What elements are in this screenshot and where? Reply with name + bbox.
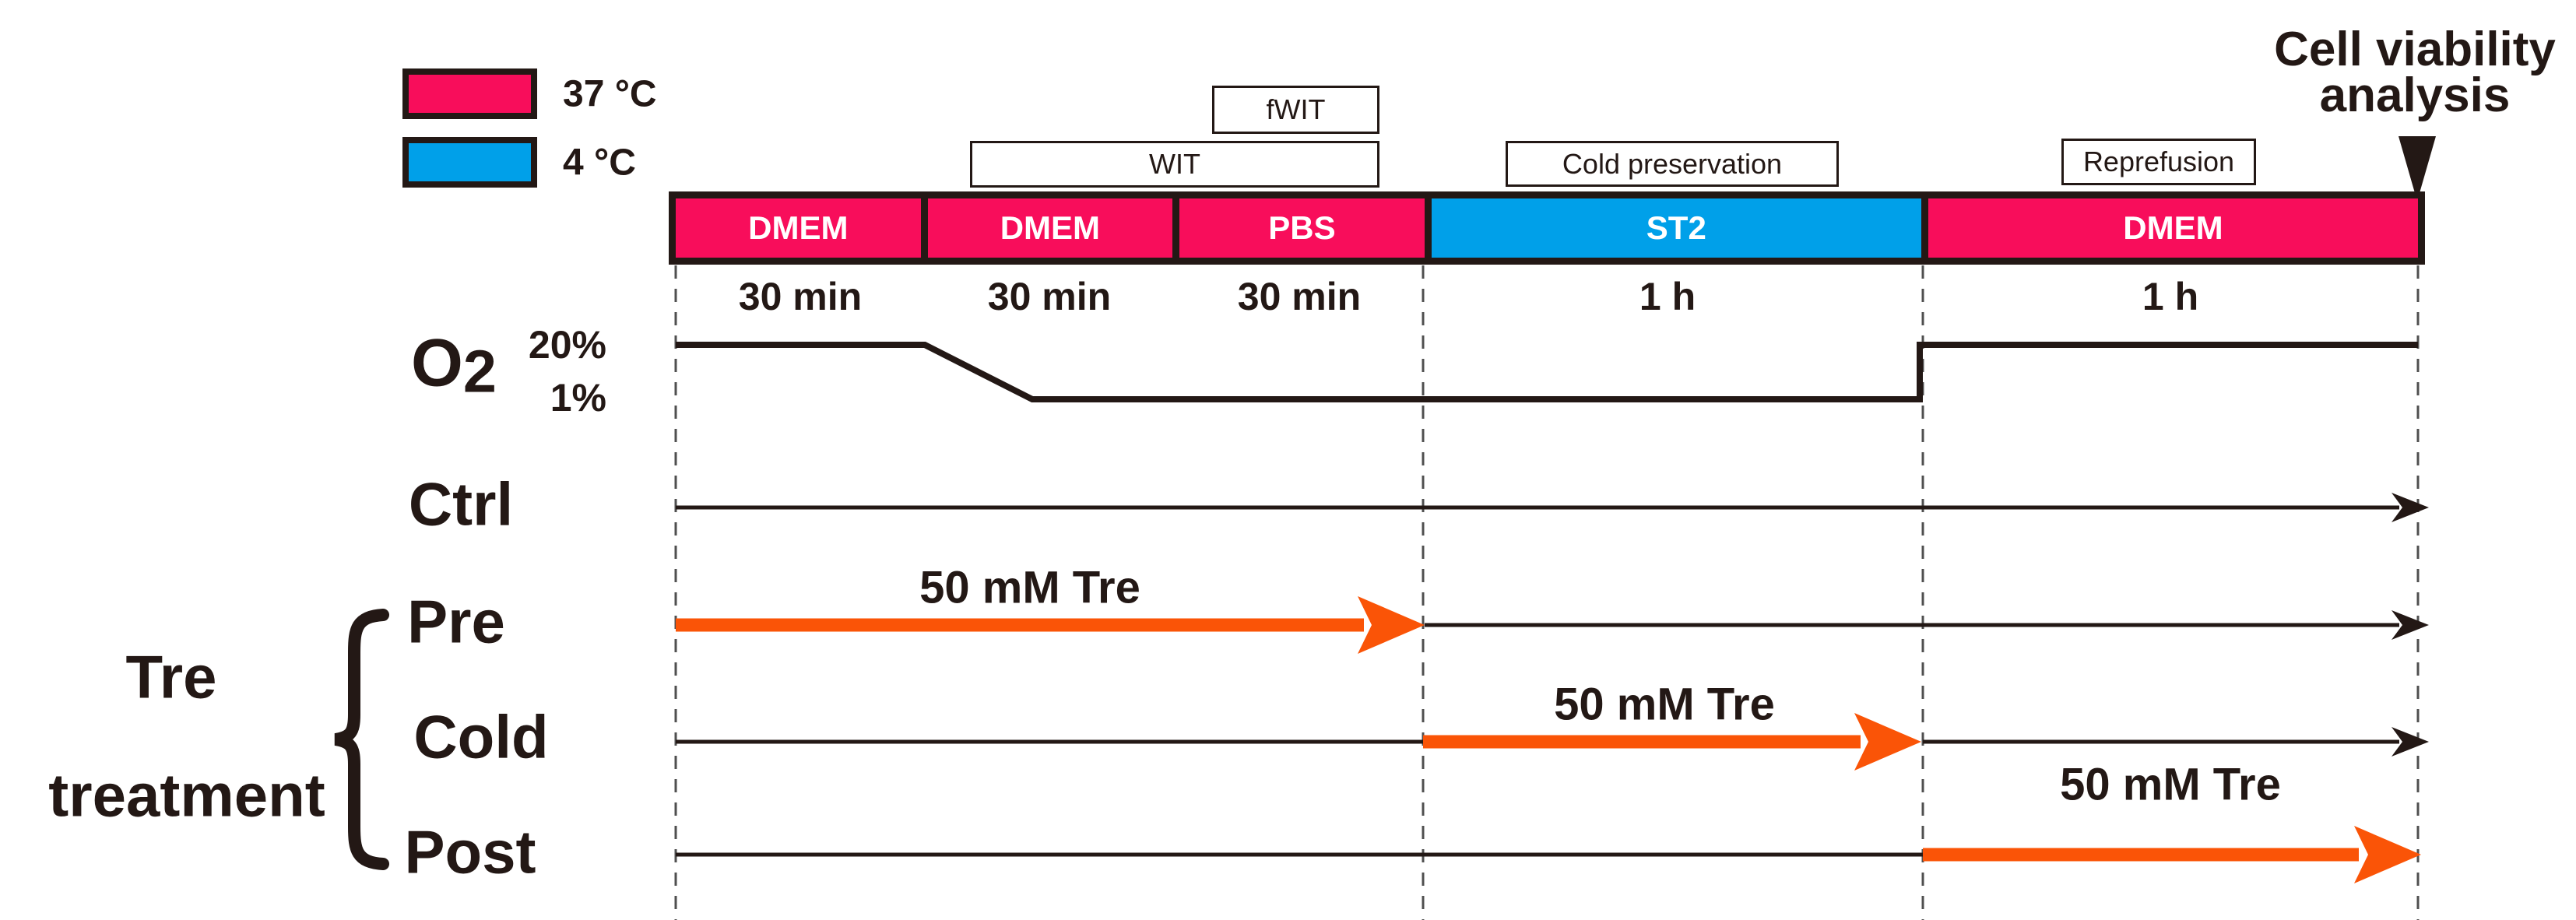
bar-segment-pbs-label: PBS — [1268, 209, 1336, 246]
o2-axis-label: O2 — [411, 325, 497, 406]
duration-label-1: 30 min — [738, 275, 863, 318]
phase-box-cold-preservation-label: Cold preservation — [1562, 147, 1783, 180]
duration-label-4: 1 h — [1639, 275, 1696, 318]
bar-segment-dmem-2-label: DMEM — [1000, 209, 1101, 246]
post-timeline-arrow — [676, 826, 2421, 883]
tre-group-label-line2: treatment — [48, 760, 325, 830]
legend-label-4c: 4 °C — [563, 142, 636, 184]
tre-group-brace — [334, 609, 389, 870]
tre-arrow-label-cold: 50 mM Tre — [1554, 679, 1775, 730]
endpoint-line1: Cell viability — [2274, 23, 2556, 76]
legend-swatch-4c-icon — [402, 137, 537, 188]
post-tre-arrowhead-icon — [2354, 826, 2421, 883]
bar-segment-dmem-1: DMEM — [676, 198, 921, 258]
phase-box-fwit: fWIT — [1212, 86, 1379, 134]
legend-swatch-37c-icon — [402, 68, 537, 119]
ctrl-timeline-arrow — [676, 493, 2429, 522]
duration-label-2: 30 min — [987, 275, 1112, 318]
phase-box-wit: WIT — [970, 141, 1379, 188]
pre-timeline-arrow — [676, 596, 2429, 654]
phase-box-wit-label: WIT — [1149, 148, 1200, 180]
cold-timeline-arrow — [676, 713, 2429, 771]
bar-segment-dmem-1-label: DMEM — [748, 209, 849, 246]
row-label-post: Post — [404, 817, 536, 887]
row-label-pre: Pre — [407, 587, 505, 656]
pre-arrowhead-icon — [2391, 610, 2429, 640]
phase-box-fwit-label: fWIT — [1266, 93, 1326, 125]
legend-label-37c: 37 °C — [563, 73, 657, 115]
phase-box-reperfusion: Reprefusion — [2061, 139, 2256, 185]
analysis-marker-icon — [2399, 136, 2436, 193]
bar-segment-pbs: PBS — [1172, 198, 1425, 258]
cold-arrowhead-icon — [2391, 727, 2429, 757]
boundary-dashed-lines — [674, 265, 2420, 920]
tre-arrow-label-post: 50 mM Tre — [2060, 759, 2281, 810]
ctrl-arrowhead-icon — [2391, 493, 2429, 522]
bar-segment-st2-label: ST2 — [1646, 209, 1706, 246]
endpoint-line2: analysis — [2319, 68, 2511, 122]
o2-symbol: O — [411, 325, 463, 401]
bar-segment-dmem-2: DMEM — [920, 198, 1173, 258]
duration-label-5: 1 h — [2142, 275, 2199, 318]
bar-segment-dmem-3: DMEM — [1921, 198, 2419, 258]
tre-group-label-line1: Tre — [125, 642, 217, 711]
row-label-cold: Cold — [413, 702, 549, 771]
phase-box-reperfusion-label: Reprefusion — [2082, 146, 2235, 177]
bar-segment-st2: ST2 — [1424, 198, 1921, 258]
phase-box-cold-preservation: Cold preservation — [1506, 141, 1839, 187]
row-label-ctrl: Ctrl — [408, 469, 514, 539]
tre-arrow-label-pre: 50 mM Tre — [919, 562, 1140, 613]
bar-segment-dmem-3-label: DMEM — [2123, 209, 2223, 246]
o2-low-level-label: 1% — [550, 376, 606, 420]
endpoint-annotation: Cell viability analysis — [2274, 23, 2556, 122]
duration-label-3: 30 min — [1237, 275, 1362, 318]
cold-tre-arrowhead-icon — [1854, 713, 1921, 771]
o2-level-line — [676, 342, 2418, 402]
o2-subscript: 2 — [462, 338, 497, 406]
pre-tre-arrowhead-icon — [1358, 596, 1425, 654]
o2-high-level-label: 20% — [528, 323, 606, 367]
protocol-bar: DMEM DMEM PBS ST2 DMEM — [669, 191, 2425, 265]
